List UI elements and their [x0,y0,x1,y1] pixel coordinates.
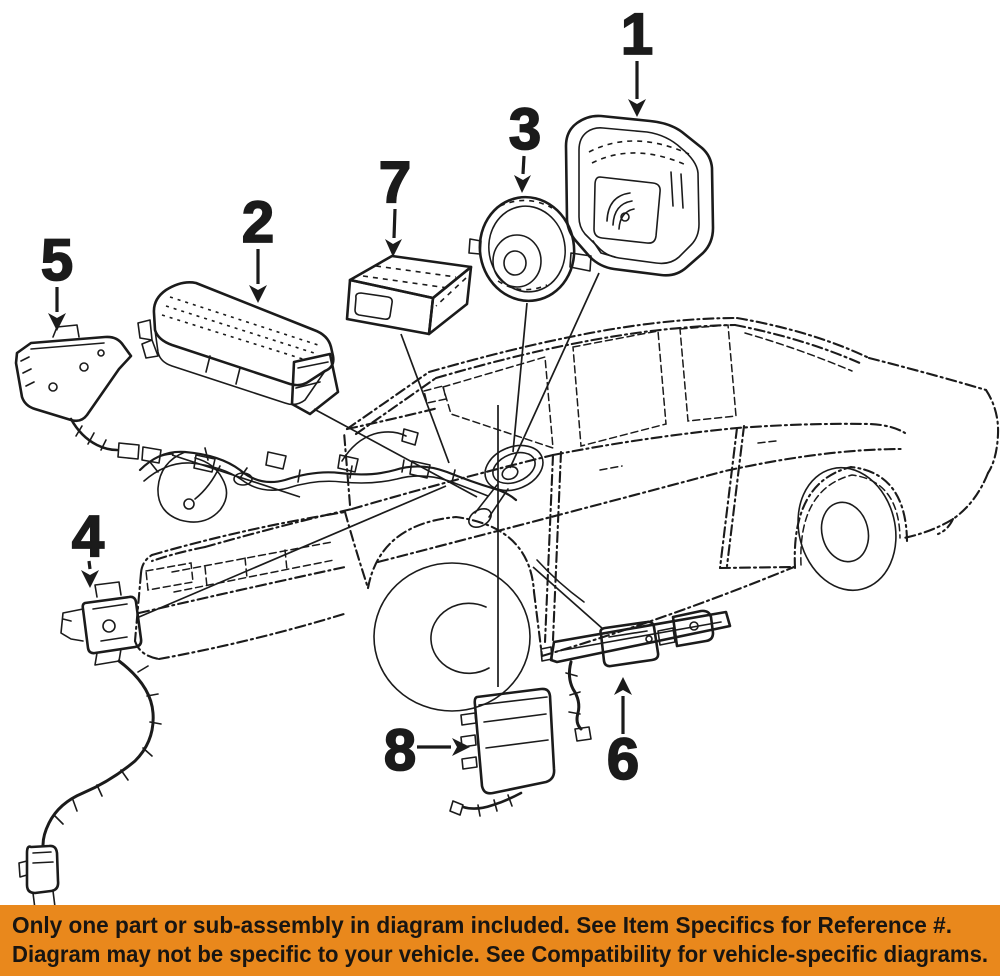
callout-8-number: 8 [384,718,416,783]
engine-wiring-harness [138,428,585,603]
part-location-leader-lines [138,272,604,687]
callout-5: 5 [40,227,74,331]
callout-5-number: 5 [41,228,73,293]
banner-line-1: Only one part or sub-assembly in diagram… [12,912,952,938]
steering-wheel [468,444,544,528]
part-passenger-airbag-module [137,281,340,416]
part-driver-airbag-module [564,114,715,277]
arrow-up-icon [614,677,632,695]
part-sensor-bracket [14,324,174,464]
callout-1: 1 [620,1,654,117]
callout-7: 7 [378,149,412,257]
callout-1-number: 1 [621,2,653,67]
part-control-module [449,687,556,817]
arrow-down-icon [81,570,99,588]
callout-2: 2 [241,189,275,303]
callout-3: 3 [508,96,542,193]
car-phantom-outline [133,316,1000,661]
info-banner: Only one part or sub-assembly in diagram… [0,905,1000,976]
banner-background [0,905,1000,976]
banner-line-2: Diagram may not be specific to your vehi… [12,941,988,967]
arrow-down-icon [48,313,66,331]
arrow-right-icon [452,738,470,756]
callout-4-number: 4 [72,504,104,569]
arrow-down-icon [628,99,646,117]
part-diagnostic-monitor-module [345,254,473,336]
arrow-down-icon [514,175,531,193]
part-clockspring [468,195,592,303]
part-sensor-bracket-assembly [540,609,732,742]
callout-4: 4 [71,503,105,588]
callout-8: 8 [383,717,470,784]
callout-7-number: 7 [379,150,411,215]
callout-6-number: 6 [607,727,639,792]
callout-3-number: 3 [509,97,541,162]
callout-2-number: 2 [242,190,274,255]
front-wheel [373,562,531,712]
part-front-impact-sensor [18,581,162,918]
rear-wheel [797,466,897,592]
arrow-down-icon [385,239,402,257]
callout-6: 6 [606,677,640,793]
arrow-down-icon [249,285,267,303]
